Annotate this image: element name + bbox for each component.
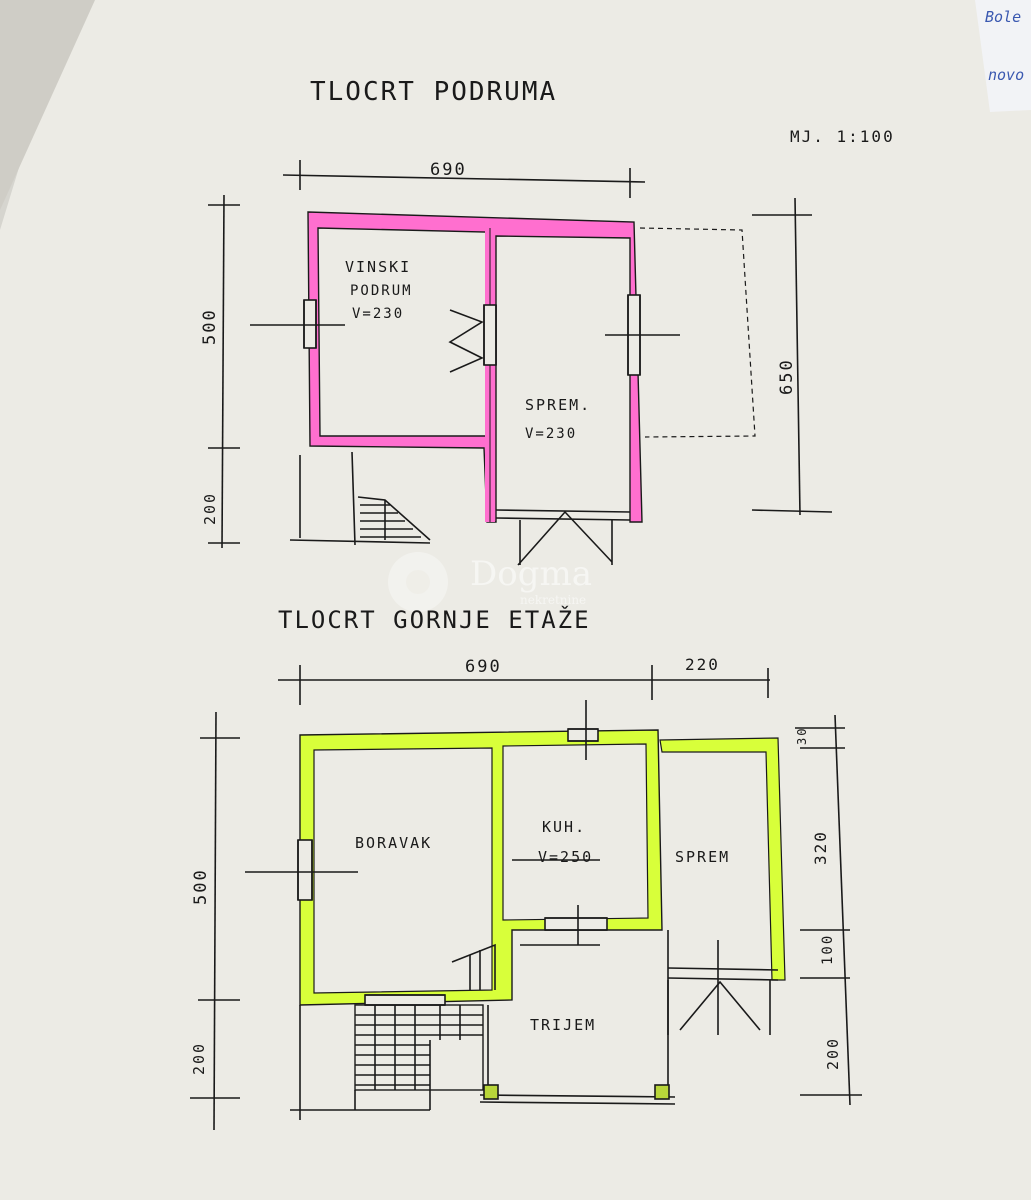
scale-label: MJ. 1:100: [790, 127, 895, 146]
room-storage-name: SPREM.: [525, 396, 591, 414]
room-wine-cellar-height: V=230: [352, 306, 404, 322]
basement-width-dim: 690: [430, 160, 467, 180]
corner-note-1: Bole: [985, 8, 1021, 26]
basement-plan-title: TLOCRT PODRUMA: [310, 77, 557, 107]
watermark: Dogma nekretnine: [388, 552, 592, 612]
room-kitchen-height: V=250: [538, 848, 593, 866]
room-storage-height: V=230: [525, 426, 577, 442]
upper-floor-plan: TLOCRT GORNJE ETAŽE 690 220 500 200 30 3…: [190, 605, 862, 1131]
room-porch-name: TRIJEM: [530, 1016, 596, 1034]
basement-left-dim-lower: 200: [201, 492, 219, 525]
upper-floor-plan-title: TLOCRT GORNJE ETAŽE: [278, 605, 591, 634]
upper-width-dim: 690: [465, 657, 502, 677]
basement-left-dim-upper: 500: [200, 308, 220, 345]
room-living-name: BORAVAK: [355, 834, 432, 852]
room-storage-upper-name: SPREM: [675, 848, 730, 866]
upper-left-dim-lower: 200: [190, 1042, 208, 1075]
upper-width-dim-right: 220: [685, 655, 720, 674]
watermark-brand: Dogma: [470, 554, 592, 594]
upper-right-dim-d: 200: [824, 1037, 842, 1070]
room-kitchen-name: KUH.: [542, 818, 586, 836]
back-sheet: [0, 0, 95, 210]
upper-right-dim-c: 100: [820, 934, 836, 965]
basement-right-dim: 650: [777, 358, 797, 395]
upper-left-dim-upper: 500: [191, 868, 211, 905]
note-sheet: [975, 0, 1031, 112]
room-wine-cellar-name: VINSKI: [345, 258, 411, 276]
room-wine-cellar-name-2: PODRUM: [350, 283, 413, 299]
watermark-sub: nekretnine: [520, 593, 586, 607]
upper-right-dim-b: 320: [811, 830, 830, 865]
upper-right-dim-a: 30: [795, 727, 809, 745]
basement-plan: TLOCRT PODRUMA MJ. 1:100 690 500 200 650: [200, 77, 895, 566]
corner-note-2: novo: [988, 66, 1024, 84]
